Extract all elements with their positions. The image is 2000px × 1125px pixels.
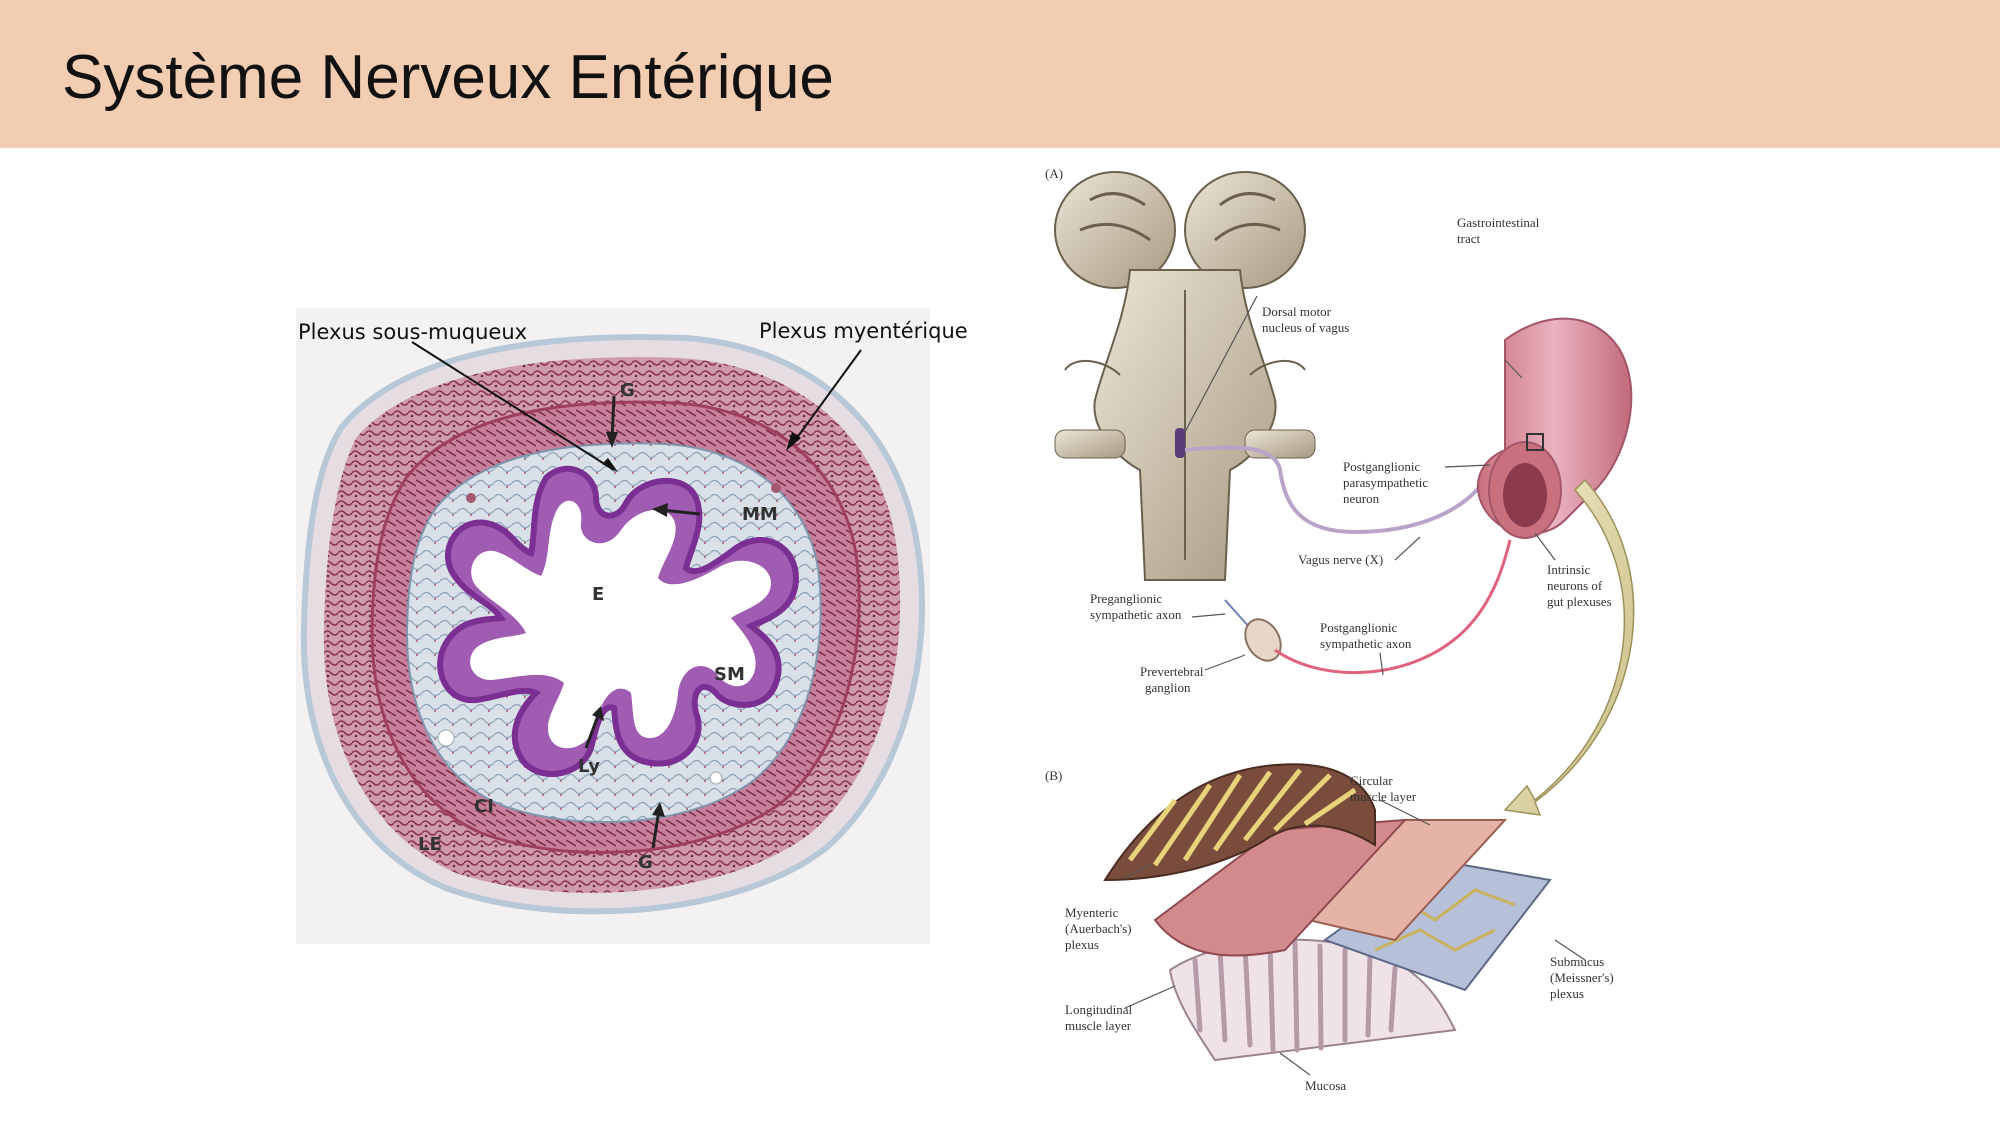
callout-submucosal-plexus: Plexus sous-muqueux [298, 320, 528, 344]
gut-wall-layers-illustration [1103, 763, 1552, 1062]
title-bar [0, 0, 2000, 148]
label-sm: SM [714, 664, 745, 685]
gastrointestinal-tract-illustration [1476, 317, 1633, 539]
panel-a-label: (A) [1045, 166, 1063, 181]
label-postganglionic-sympathetic: Postganglionic sympathetic axon [1320, 620, 1412, 651]
label-mm: MM [742, 504, 778, 525]
label-intrinsic-neurons: Intrinsic neurons of gut plexuses [1547, 562, 1612, 609]
brainstem-illustration [1054, 171, 1316, 581]
label-submucus-plexus: Submucus (Meissner's) plexus [1550, 954, 1617, 1001]
label-vagus-nerve: Vagus nerve (X) [1298, 552, 1383, 567]
histology-cross-section [296, 308, 930, 944]
enteric-nervous-system-diagram: (A) Dorsal motor nucleus of vagus Vagus … [1045, 166, 1635, 1093]
label-g-top: G [620, 380, 635, 401]
label-g-bottom: G [638, 852, 653, 873]
label-prevertebral-ganglion: Prevertebral ganglion [1140, 664, 1207, 695]
label-preganglionic-sympathetic: Preganglionic sympathetic axon [1090, 591, 1182, 622]
label-dorsal-motor-nucleus: Dorsal motor nucleus of vagus [1262, 304, 1349, 335]
callout-myenteric-plexus: Plexus myentérique [759, 319, 968, 343]
label-myenteric-plexus: Myenteric (Auerbach's) plexus [1065, 905, 1135, 952]
label-circular-muscle: Circular muscle layer [1350, 773, 1417, 804]
label-longitudinal-muscle: Longitudinal muscle layer [1065, 1002, 1135, 1033]
panel-b-label: (B) [1045, 768, 1062, 783]
label-le: LE [418, 834, 442, 855]
label-gi-tract: Gastrointestinal tract [1457, 215, 1543, 246]
label-mucosa: Mucosa [1305, 1078, 1346, 1093]
label-postganglionic-parasympathetic: Postganglionic parasympathetic neuron [1343, 459, 1431, 506]
label-ly: Ly [578, 756, 600, 777]
label-ci: CI [474, 796, 494, 817]
slide-title: Système Nerveux Entérique [62, 43, 834, 112]
label-e: E [592, 584, 605, 605]
